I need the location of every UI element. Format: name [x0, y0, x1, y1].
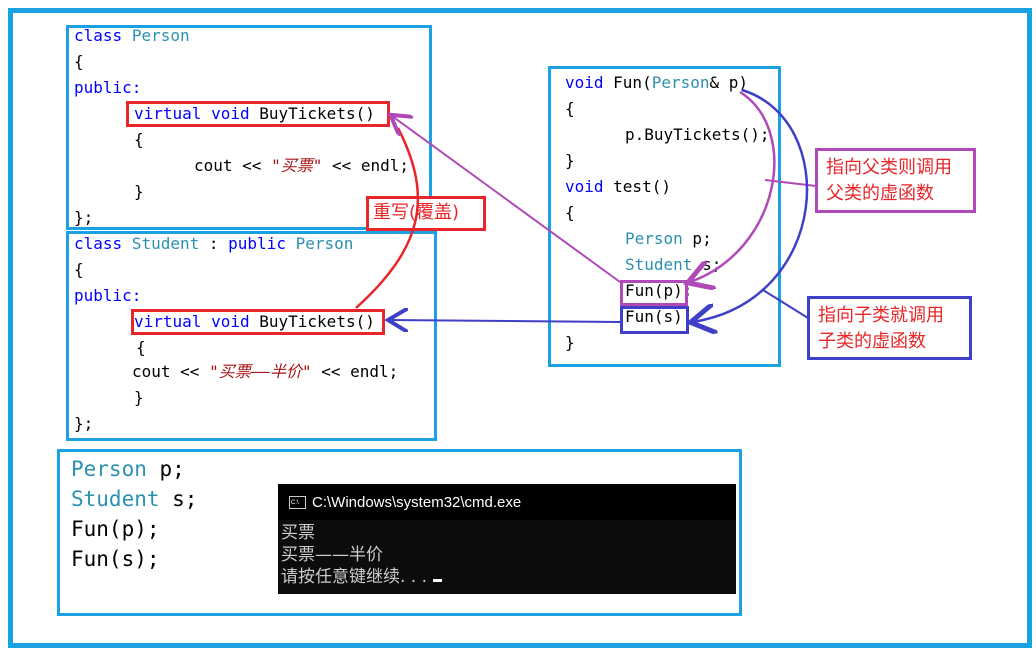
- console-icon: C:\: [289, 496, 306, 509]
- brace: };: [74, 414, 94, 433]
- brace: };: [74, 208, 94, 227]
- person-class-line: class Person: [74, 25, 190, 47]
- access-specifier: public:: [74, 78, 142, 97]
- brace: {: [74, 52, 84, 71]
- virtual-call: p.BuyTickets();: [625, 125, 770, 144]
- console-line-3: 请按任意键继续. . .: [281, 566, 733, 588]
- child-loop-arrow: [693, 88, 809, 322]
- fun-test-box: [548, 66, 781, 367]
- keyword: class: [74, 26, 123, 45]
- call-fun-s: Fun(s): [625, 307, 683, 326]
- main-line-3: Fun(p);: [71, 517, 160, 541]
- virtual-method-decl: virtual void BuyTickets(): [134, 312, 375, 331]
- call-p-highlight: [620, 280, 688, 306]
- main-code: Person p; Student s; Fun(p); Fun(s);: [71, 455, 197, 575]
- main-line-1: Person p;: [71, 457, 185, 481]
- cout-statement: cout << "买票" << endl;: [194, 156, 410, 175]
- test-signature: void test(): [565, 177, 671, 196]
- console-title-bar[interactable]: C:\ C:\Windows\system32\cmd.exe: [278, 484, 736, 520]
- cout-statement: cout << "买票——半价" << endl;: [132, 362, 399, 381]
- override-arrow: [355, 127, 420, 309]
- main-line-2: Student s;: [71, 487, 198, 511]
- brace: }: [565, 151, 575, 170]
- child-label-connector: [762, 289, 809, 319]
- brace: }: [565, 333, 575, 352]
- parent-call-arrow: [392, 116, 621, 283]
- console-window: C:\ C:\Windows\system32\cmd.exe 买票 买票——半…: [278, 484, 736, 594]
- fun-test-code: void Fun(Person& p) { p.BuyTickets(); } …: [565, 72, 770, 352]
- parent-virtual-label: 指向父类则调用 父类的虚函数: [815, 148, 976, 213]
- outer-frame: [8, 8, 1032, 648]
- class-name: Person: [131, 26, 190, 45]
- main-line-4: Fun(s);: [71, 547, 160, 571]
- brace: {: [134, 130, 144, 149]
- console-cursor: [433, 579, 443, 582]
- child-virtual-label: 指向子类就调用 子类的虚函数: [807, 296, 972, 360]
- brace: {: [565, 203, 575, 222]
- main-code-box: [57, 449, 742, 616]
- brace: }: [134, 388, 144, 407]
- brace: {: [74, 260, 84, 279]
- console-line-2: 买票——半价: [281, 545, 383, 565]
- call-fun-p: Fun(p);: [625, 281, 693, 300]
- console-output: 买票 买票——半价 请按任意键继续. . .: [278, 520, 736, 590]
- decl-person: Person p;: [625, 229, 712, 248]
- student-class-box: [66, 231, 437, 441]
- console-title: C:\Windows\system32\cmd.exe: [312, 494, 522, 511]
- child-call-arrow: [390, 320, 621, 322]
- student-method-highlight: [131, 309, 385, 335]
- virtual-method-decl: virtual void BuyTickets(): [134, 104, 375, 123]
- parent-loop-arrow: [690, 90, 776, 282]
- person-class-box: [66, 25, 432, 230]
- student-class-code: class Student : public Person { public: …: [74, 233, 398, 433]
- brace: {: [565, 99, 575, 118]
- console-line-1: 买票: [281, 523, 315, 543]
- person-class-code: class Person { public: virtual void BuyT…: [74, 25, 409, 227]
- access-specifier: public:: [74, 286, 142, 305]
- student-class-line: class Student : public Person: [74, 234, 354, 253]
- brace: {: [136, 338, 146, 357]
- fun-signature: void Fun(Person& p): [565, 73, 749, 92]
- brace: }: [134, 182, 144, 201]
